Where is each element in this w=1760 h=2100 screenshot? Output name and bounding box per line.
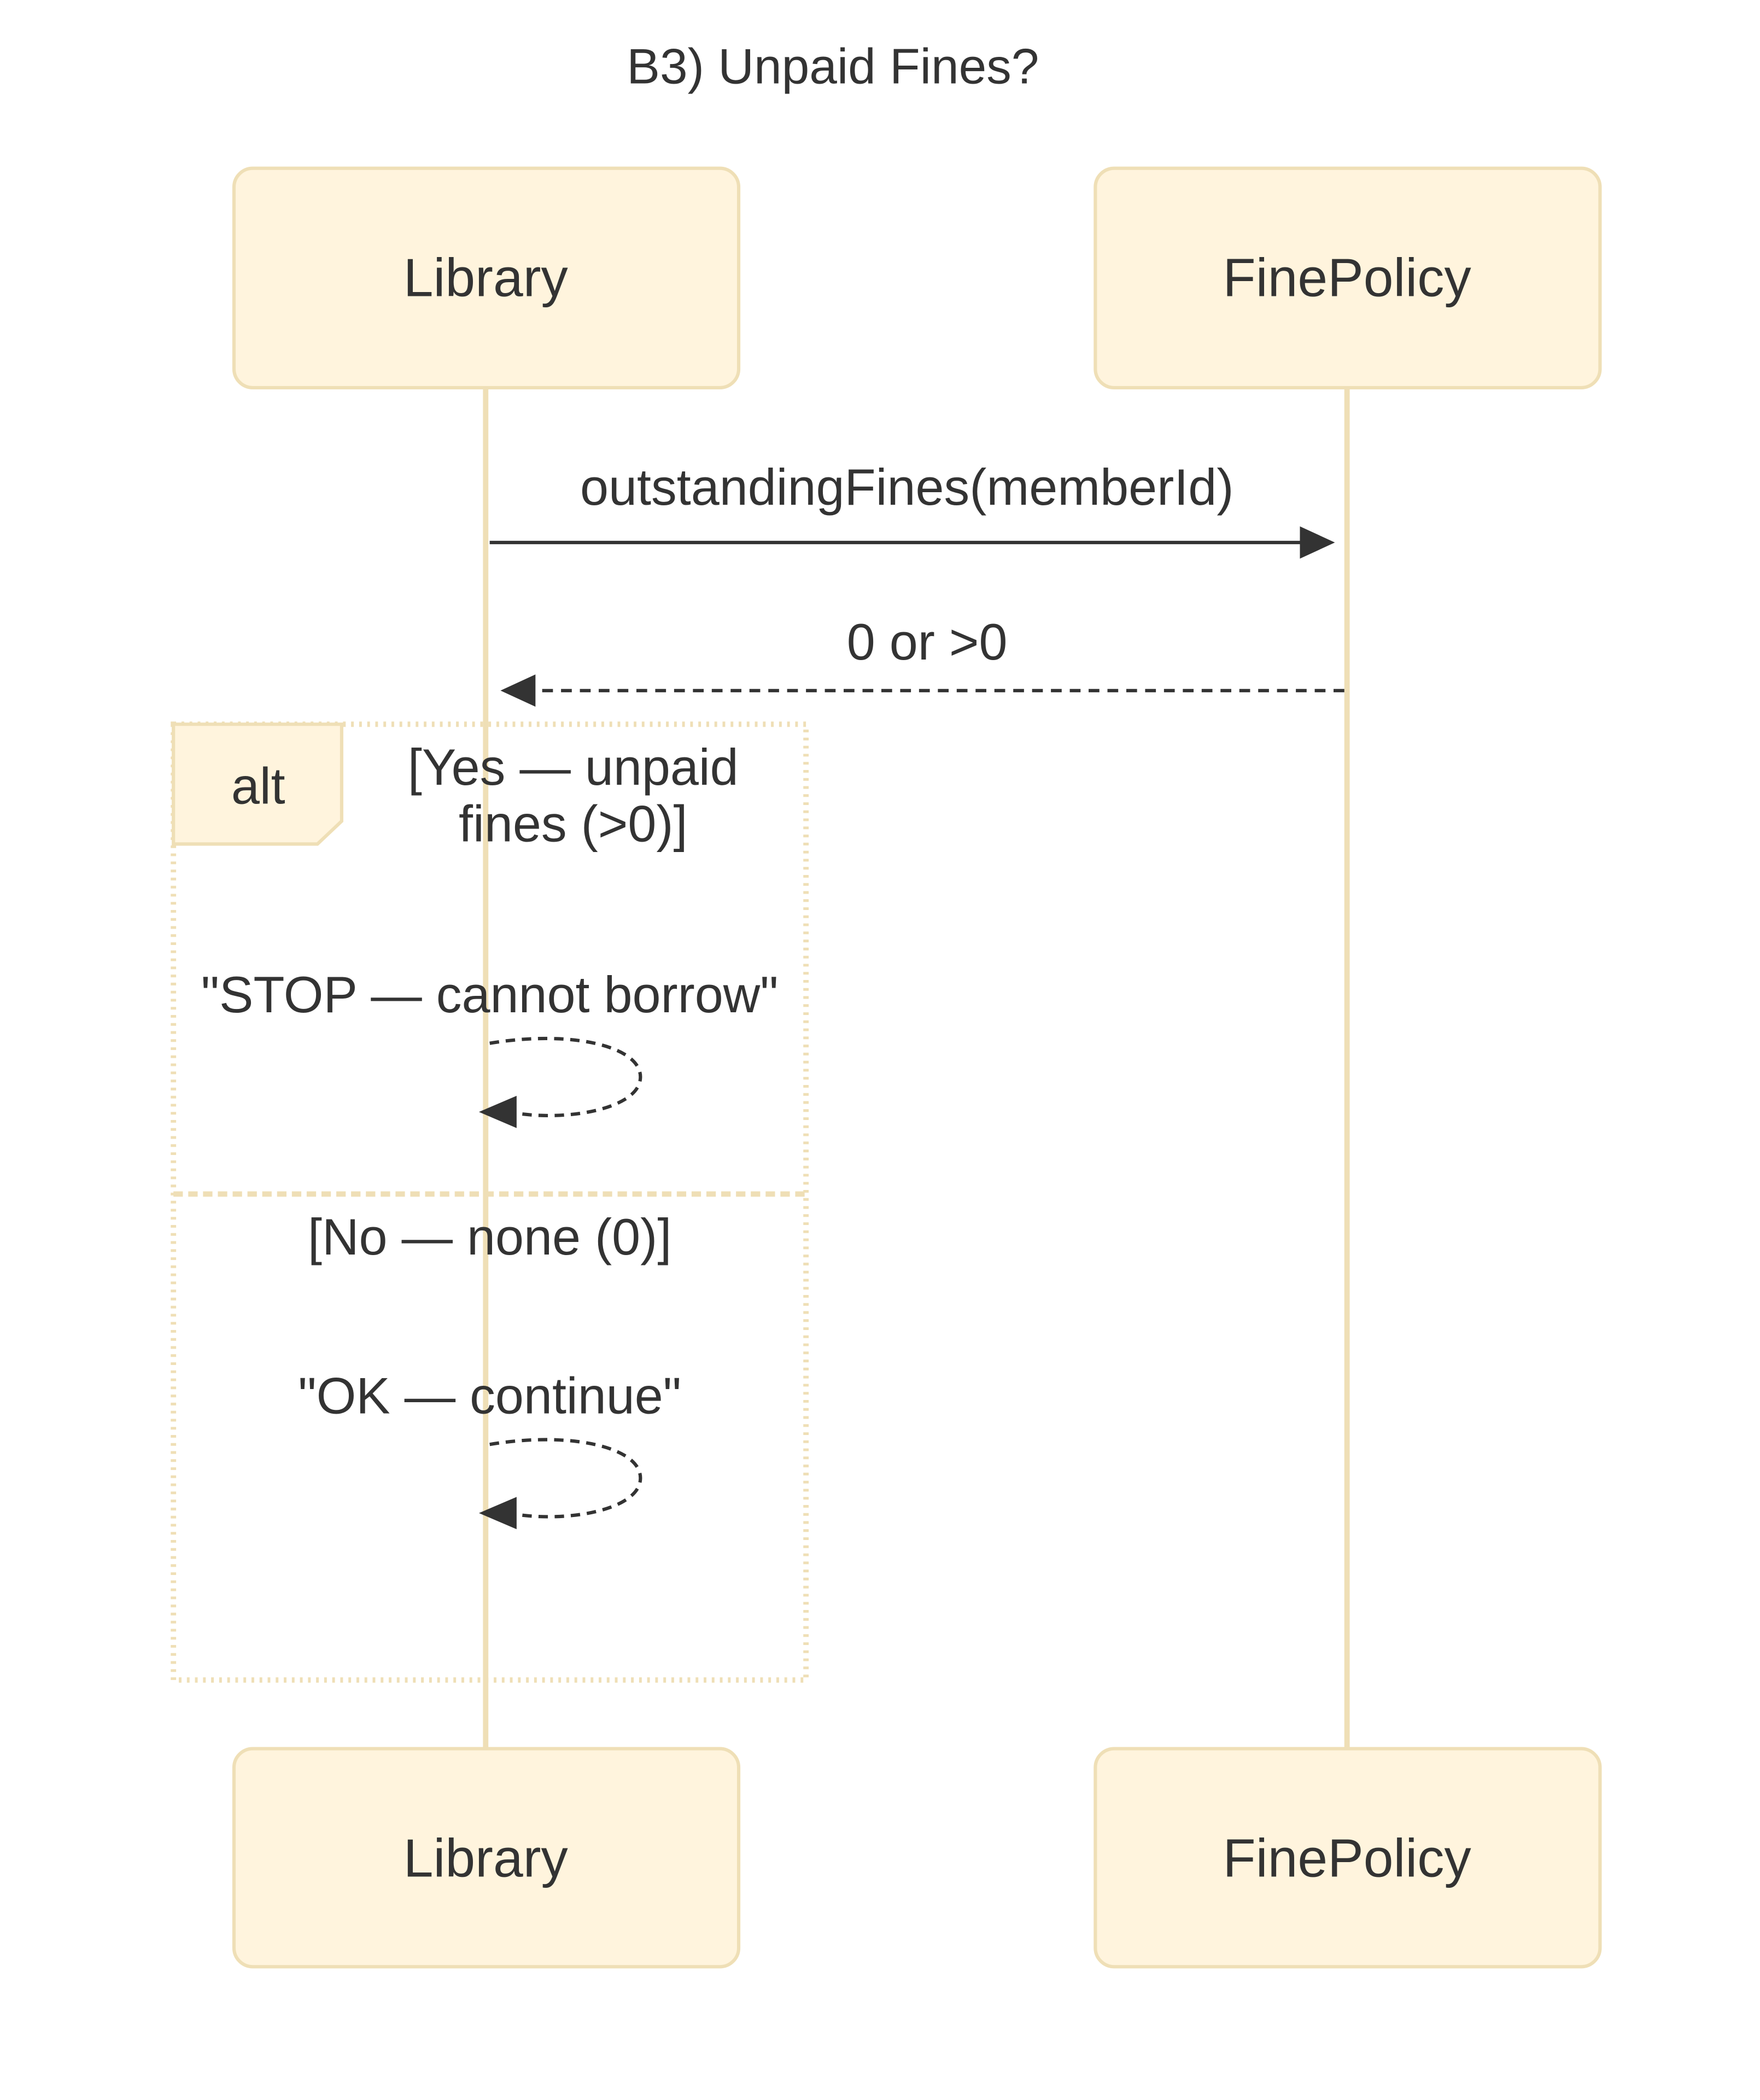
self-message-label: "OK — continue" — [298, 1367, 681, 1425]
alt-frame: alt [Yes — unpaid fines (>0)] "STOP — ca… — [171, 721, 809, 1683]
alt-guard-yes-line2: fines (>0)] — [459, 795, 687, 852]
participant-label: Library — [404, 248, 569, 308]
arrowhead-icon — [1300, 526, 1335, 559]
participant-finepolicy-top: FinePolicy — [1094, 166, 1602, 389]
participant-label: FinePolicy — [1223, 248, 1472, 308]
message-label: outstandingFines(memberId) — [580, 458, 1233, 516]
message-outstanding-fines: outstandingFines(memberId) — [489, 458, 1335, 559]
self-message-stop: "STOP — cannot borrow" — [201, 966, 779, 1128]
alt-guard-no: [No — none (0)] — [308, 1208, 671, 1265]
alt-keyword: alt — [231, 757, 285, 815]
participant-library-bottom: Library — [232, 1747, 741, 1969]
self-message-label: "STOP — cannot borrow" — [201, 966, 779, 1023]
alt-keyword-tag: alt — [172, 722, 343, 846]
participant-label: Library — [404, 1828, 569, 1888]
arrowhead-icon — [500, 674, 536, 707]
self-message-ok: "OK — continue" — [298, 1367, 681, 1530]
arrowhead-icon — [478, 1497, 517, 1530]
message-return-fines: 0 or >0 — [500, 613, 1344, 707]
alt-guard-yes-line1: [Yes — unpaid — [408, 738, 739, 796]
diagram-title: B3) Unpaid Fines? — [627, 39, 1039, 95]
message-label: 0 or >0 — [847, 613, 1008, 670]
participant-finepolicy-bottom: FinePolicy — [1094, 1747, 1602, 1969]
participant-library-top: Library — [232, 166, 741, 389]
arrowhead-icon — [478, 1095, 517, 1128]
participant-label: FinePolicy — [1223, 1828, 1472, 1888]
